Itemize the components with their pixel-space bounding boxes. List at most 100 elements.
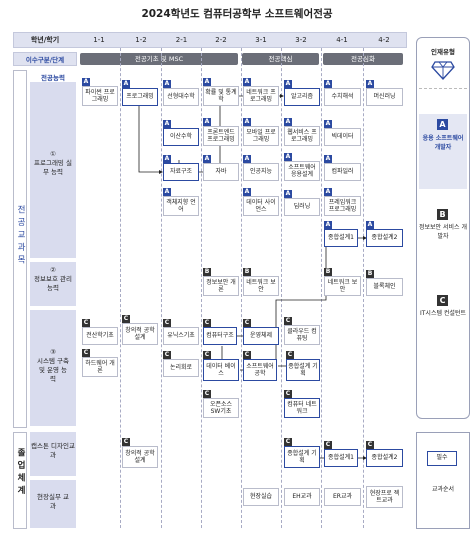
connector-to-capstone xyxy=(275,240,327,366)
course-box[interactable]: 소프트웨어 공학 xyxy=(243,359,277,381)
course-box[interactable]: 자바 xyxy=(203,163,239,181)
course-box[interactable]: 모바일 프로그래밍 xyxy=(243,126,279,146)
course-box[interactable]: 종합설계1 xyxy=(324,229,358,247)
semester-4-2: 4-2 xyxy=(378,36,390,44)
course-box[interactable]: 파이썬 프로그래밍 xyxy=(82,86,118,106)
course-box[interactable]: 프레임워크 프로그래밍 xyxy=(324,196,361,216)
course-box[interactable]: 블록체인 xyxy=(366,278,403,296)
section-block-system xyxy=(30,310,76,426)
section-block-security xyxy=(30,262,76,306)
type-c-tag: C xyxy=(243,351,251,359)
course-box[interactable]: 데이터 사이언스 xyxy=(243,196,279,216)
course-box[interactable]: 종합설계2 xyxy=(366,449,403,467)
type-c-tag: C xyxy=(163,351,171,359)
type-a-tag: A xyxy=(122,80,130,88)
course-box[interactable]: 창의적 공학설계 xyxy=(122,446,158,468)
type-b-tag: B xyxy=(203,268,211,276)
type-a-tag: A xyxy=(284,190,292,198)
course-box[interactable]: 컴퓨터구조 xyxy=(203,327,237,345)
type-c-label: IT시스템 컨설턴트 xyxy=(420,310,466,317)
course-box[interactable]: 네트워크 보안 xyxy=(243,276,279,296)
course-box[interactable]: 인공지능 xyxy=(243,163,279,181)
course-box[interactable]: 종합설계 기획 xyxy=(284,446,320,468)
course-box[interactable]: 확률 및 통계학 xyxy=(203,86,239,106)
course-box[interactable]: 컴파일러 xyxy=(324,163,361,181)
course-box[interactable]: 딥러닝 xyxy=(284,198,320,216)
course-box[interactable]: 종합설계1 xyxy=(324,449,358,467)
section-block-fieldwork xyxy=(30,480,76,528)
type-a-tag: A xyxy=(284,118,292,126)
arrowhead xyxy=(363,456,367,460)
separator xyxy=(363,48,364,528)
type-a-tag: A xyxy=(243,188,251,196)
course-box[interactable]: 클라우드 컴퓨팅 xyxy=(284,325,320,345)
course-box[interactable]: 컴퓨터 네트워크 xyxy=(284,398,320,418)
section-security-label: ② 정보보호 관리 능력 xyxy=(34,266,72,292)
semester-header-row xyxy=(13,32,407,48)
course-box[interactable]: 현장실습 xyxy=(243,488,279,506)
major-course-label: 전공교과목 xyxy=(15,205,26,268)
section-fieldwork-label: 현장실무 교과 xyxy=(37,493,69,510)
course-box[interactable]: 종합설계 기획 xyxy=(286,359,320,381)
course-box[interactable]: 머신러닝 xyxy=(366,88,403,106)
arrowhead xyxy=(280,94,284,98)
order-legend-label: 교과순서 xyxy=(431,486,455,493)
semester-2-1: 2-1 xyxy=(175,36,188,44)
course-box[interactable]: 웹서비스 프로그래밍 xyxy=(284,126,320,146)
order-legend xyxy=(416,432,470,529)
type-c-tag: C xyxy=(203,390,211,398)
type-c-tag: C xyxy=(286,351,294,359)
type-a-tag: A xyxy=(163,155,171,163)
type-b-label: 정보보안 서비스 개발자 xyxy=(419,224,467,240)
course-box[interactable]: 소프트웨어 응용설계 xyxy=(284,161,320,181)
track-bar-core: 전공핵심 xyxy=(242,53,319,65)
diamond-icon xyxy=(431,61,455,80)
type-a-tag: A xyxy=(284,80,292,88)
semester-3-2: 3-2 xyxy=(295,36,307,44)
course-box[interactable]: 자료구조 xyxy=(163,163,199,181)
course-box[interactable]: 프론트엔드 프로그래밍 xyxy=(203,126,239,146)
separator xyxy=(321,48,322,528)
type-a-tag: A xyxy=(324,120,332,128)
course-box[interactable]: 객체지향 언어 xyxy=(163,196,199,216)
course-box[interactable]: EH교과 xyxy=(284,488,320,506)
course-box[interactable]: 전산학기초 xyxy=(82,327,118,345)
course-box[interactable]: 운영체제 xyxy=(243,327,279,345)
course-box[interactable]: 창의적 공학설계 xyxy=(122,323,158,345)
type-a-tag: A xyxy=(203,118,211,126)
course-box[interactable]: 이산수학 xyxy=(163,128,199,146)
course-box[interactable]: 정보보안 개론 xyxy=(203,276,239,296)
separator xyxy=(241,48,242,528)
arrowhead xyxy=(363,236,367,240)
type-a-tag: A xyxy=(163,120,171,128)
course-box[interactable]: 네트워크 프로그래밍 xyxy=(243,86,279,106)
course-box[interactable]: 유닉스기초 xyxy=(163,327,199,345)
course-box[interactable]: 현장프로 젝트교과 xyxy=(366,486,403,508)
course-box[interactable]: 네트워크 보안 xyxy=(324,276,361,296)
section-system-label: ③ 시스템 구축 및 운영 능력 xyxy=(37,348,69,383)
course-box[interactable]: 선형대수학 xyxy=(163,88,199,106)
semester-2-2: 2-2 xyxy=(215,36,227,44)
course-box[interactable]: 오픈소스 SW기초 xyxy=(203,398,239,418)
course-box[interactable]: 하드웨어 개론 xyxy=(82,357,118,377)
type-c-tag: C xyxy=(163,319,171,327)
course-box[interactable]: 프로그래밍 xyxy=(122,88,158,106)
course-box[interactable]: 알고리즘 xyxy=(284,88,320,106)
course-box[interactable]: 논리회로 xyxy=(163,359,199,377)
type-a-tag: A xyxy=(366,80,374,88)
type-a-tag: A xyxy=(203,78,211,86)
type-c-tag: C xyxy=(203,351,211,359)
course-box[interactable]: ER교과 xyxy=(324,488,361,506)
course-box[interactable]: 데이터 베이스 xyxy=(203,359,239,381)
section-block-programming xyxy=(30,82,76,258)
type-a-tag: A xyxy=(324,221,332,229)
course-box[interactable]: 수치해석 xyxy=(324,88,361,106)
type-a-tag: A xyxy=(284,153,292,161)
talent-type-legend xyxy=(416,37,470,419)
section-block-capstone xyxy=(30,432,76,476)
type-c-tag: C xyxy=(243,319,251,327)
course-box[interactable]: 종합설계2 xyxy=(366,229,403,247)
type-b-tag: B xyxy=(324,268,332,276)
course-box[interactable]: 빅데이터 xyxy=(324,128,361,146)
semester-header-label: 학년/학기 xyxy=(30,36,60,44)
